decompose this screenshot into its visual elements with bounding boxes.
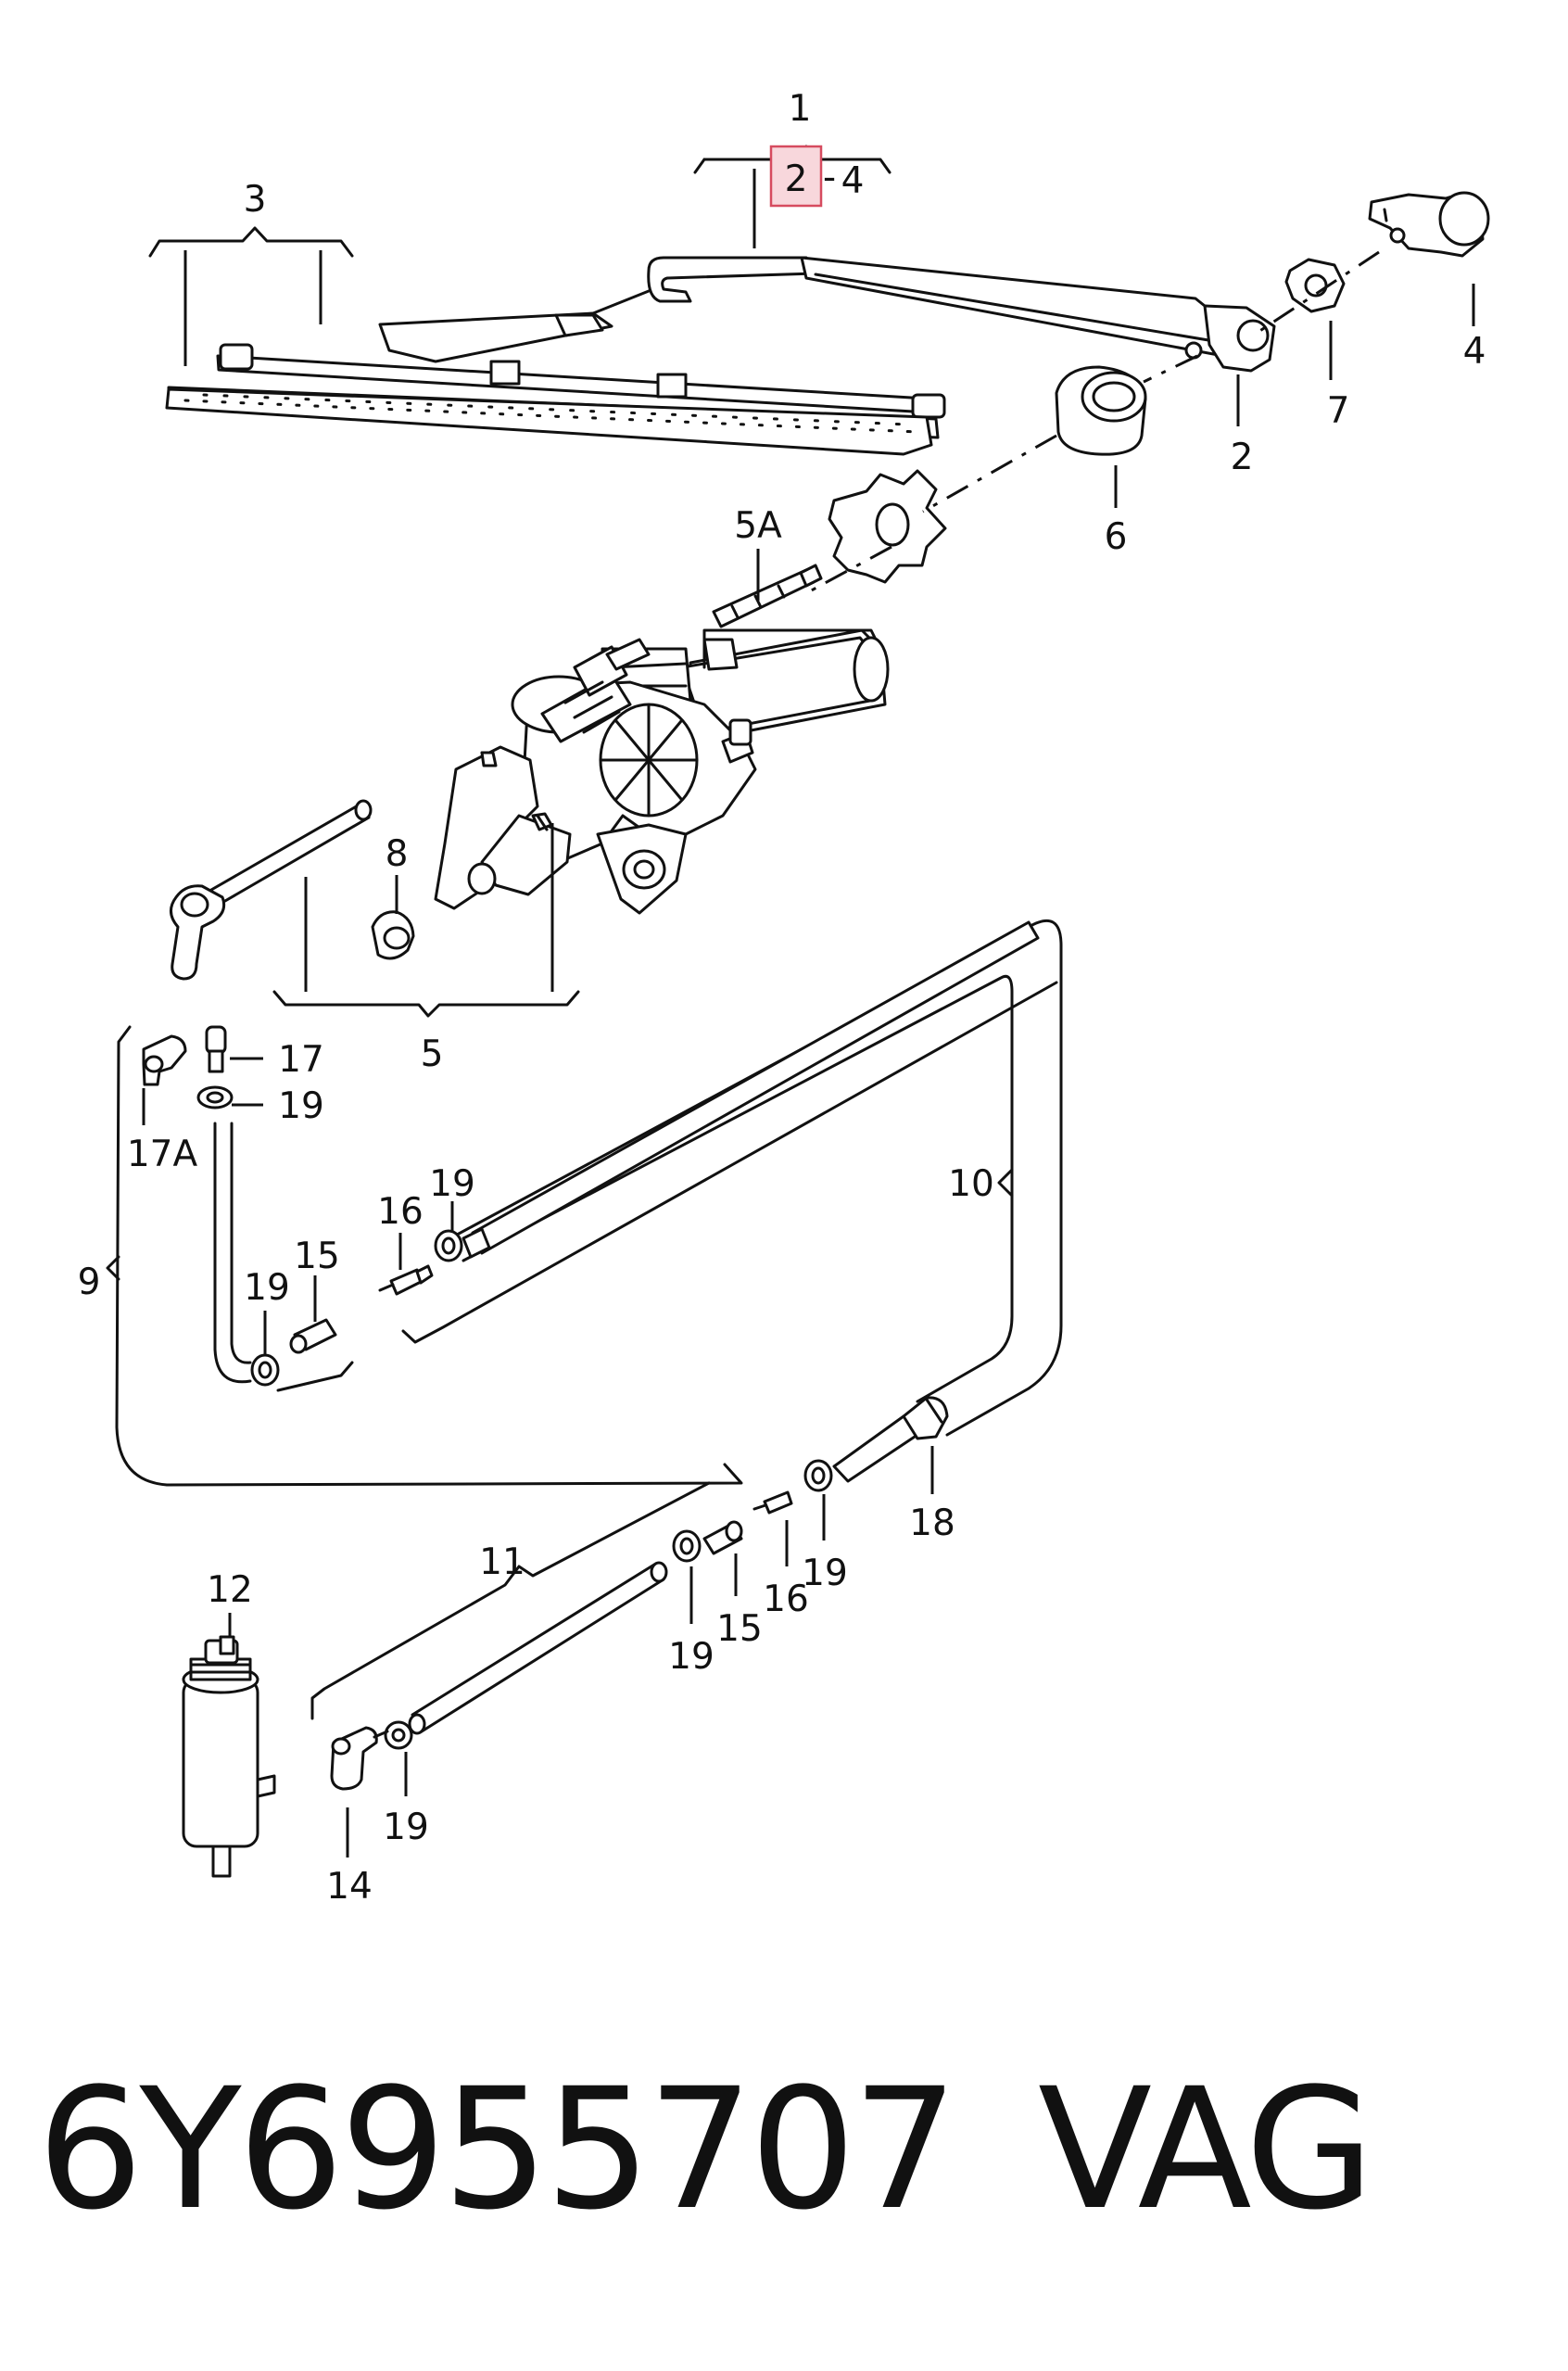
connector-16a <box>378 1264 434 1296</box>
callout-19-d: 19 <box>802 1553 848 1594</box>
callout-5A: 5A <box>734 505 782 547</box>
clamp-19c <box>250 1353 280 1387</box>
cover-cap <box>1368 191 1490 258</box>
callout-19-b: 19 <box>429 1163 475 1205</box>
callout-3: 3 <box>244 179 267 221</box>
nozzle-17A <box>142 1034 187 1086</box>
callout-1: 1 <box>789 88 812 130</box>
callout-4-top: 4 <box>841 160 865 202</box>
highlight-box <box>769 145 823 208</box>
callout-9: 9 <box>78 1262 101 1303</box>
washer-pump <box>182 1635 276 1878</box>
callout-10: 10 <box>948 1163 994 1205</box>
callout-8: 8 <box>386 833 409 875</box>
brand-name: VAG <box>1038 2053 1374 2247</box>
hex-nut <box>1284 258 1346 313</box>
clamp-19d <box>803 1459 833 1492</box>
blade-rubber-dots <box>183 393 919 434</box>
callout-17: 17 <box>278 1039 324 1081</box>
elbow-14 <box>330 1726 389 1791</box>
wiper-blade <box>165 287 946 456</box>
callout-17A: 17A <box>127 1134 198 1175</box>
callout-12: 12 <box>207 1569 253 1611</box>
connector-15a <box>289 1318 337 1354</box>
check-valve-18 <box>832 1396 949 1483</box>
connector-15b <box>702 1520 743 1555</box>
callout-11: 11 <box>479 1541 525 1583</box>
callout-7: 7 <box>1327 390 1350 432</box>
part-number: 6Y6955707 <box>37 2053 958 2247</box>
callout-19-e: 19 <box>668 1636 714 1678</box>
connector-16b <box>752 1490 793 1515</box>
leader-lines <box>142 284 1475 1857</box>
clamp-19f <box>384 1720 413 1750</box>
callout-labels: 1 2 - 4 3 4 2 7 6 5A 8 5 17 19 17A 9 10 … <box>78 88 1486 1908</box>
footer-caption: 6Y6955707 VAG <box>37 2044 1538 2257</box>
callout-19-a: 19 <box>278 1085 324 1127</box>
callout-5: 5 <box>421 1033 444 1075</box>
callout-6: 6 <box>1105 516 1128 558</box>
bearing-bush <box>1055 365 1147 456</box>
wiper-arm <box>647 256 1276 373</box>
hose-line-9 <box>106 1025 743 1487</box>
hose-loop-10 <box>401 919 1063 1437</box>
seal-washer <box>828 469 947 584</box>
callout-2: 2 <box>1231 437 1254 478</box>
callout-19-f: 19 <box>383 1807 429 1848</box>
callout-18: 18 <box>909 1502 955 1544</box>
hose-line-11 <box>310 1481 711 1735</box>
nozzle-17 <box>205 1025 227 1073</box>
bracket-5 <box>272 823 580 1018</box>
callout-14: 14 <box>326 1866 373 1908</box>
clamp-19e <box>672 1529 702 1563</box>
callout-dash: - <box>823 157 836 198</box>
callout-15-b: 15 <box>716 1608 763 1650</box>
linkage-rod <box>170 799 373 981</box>
callout-19-c: 19 <box>244 1267 290 1309</box>
wiper-motor <box>434 628 890 915</box>
callout-4: 4 <box>1463 331 1486 373</box>
callout-15-a: 15 <box>294 1236 340 1277</box>
clamp-19b <box>434 1229 463 1262</box>
hose-segment-19b <box>462 920 1040 1259</box>
bracket-3 <box>148 226 354 366</box>
callout-16-b: 16 <box>763 1579 809 1620</box>
clamp-19a <box>196 1085 234 1109</box>
callout-16-a: 16 <box>377 1191 424 1233</box>
wiper-spindle <box>712 564 823 628</box>
callout-2-highlighted: 2 <box>785 158 808 200</box>
grommet <box>371 910 415 960</box>
